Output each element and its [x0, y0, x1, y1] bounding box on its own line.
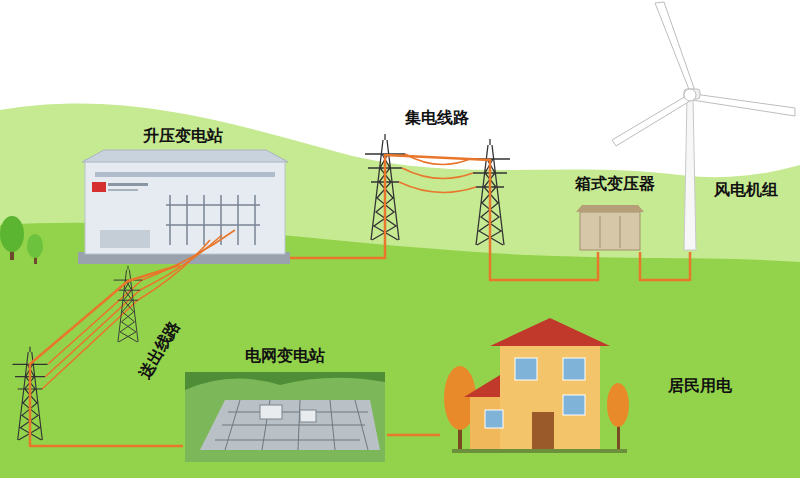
grid-substation-picture	[260, 405, 282, 419]
wind-turbine	[684, 89, 696, 101]
substation-building	[78, 150, 290, 264]
grid-substation-picture	[300, 410, 316, 422]
house	[485, 410, 503, 428]
substation-building	[100, 230, 150, 248]
transmission-wires	[42, 230, 235, 389]
box-transformer	[580, 212, 640, 250]
grid-substation-picture	[185, 372, 385, 462]
house	[563, 395, 585, 415]
landscape	[0, 104, 800, 478]
wind-turbine	[655, 2, 694, 92]
trees-left	[27, 234, 43, 258]
labelled-part: 居民用电	[440, 318, 745, 462]
substation-building	[166, 195, 260, 245]
substation-building	[85, 160, 285, 254]
substation-building	[108, 183, 148, 186]
house	[563, 358, 585, 380]
trees-left	[0, 216, 24, 252]
house	[500, 342, 600, 450]
collection-wires	[402, 168, 473, 178]
landscape	[0, 223, 800, 478]
wind-turbine	[612, 96, 690, 146]
grid-substation-picture	[215, 400, 368, 450]
wind-turbine	[692, 94, 795, 116]
wind-turbine	[684, 98, 696, 250]
transmission-wires	[42, 240, 210, 389]
part-label: 居民用电	[668, 376, 732, 396]
substation-building	[82, 150, 288, 162]
house	[515, 358, 537, 380]
box-transformer	[600, 216, 620, 248]
house	[490, 318, 610, 346]
line-label: 送出线路	[134, 315, 186, 386]
labelled-part: 箱式变压器	[565, 172, 665, 252]
labelled-part: 电网变电站	[183, 344, 387, 464]
labelled-part: 风电机组	[672, 176, 792, 252]
part-label: 风电机组	[714, 180, 778, 200]
part-label: 升压变电站	[143, 126, 223, 146]
substation-building	[92, 182, 106, 192]
house	[444, 318, 629, 453]
grid-substation-picture	[200, 400, 380, 450]
part-label: 电网变电站	[245, 346, 325, 366]
grid-substation-picture	[185, 372, 385, 462]
power-line	[640, 252, 690, 280]
wind-turbine	[612, 2, 795, 250]
grid-substation-picture	[185, 372, 385, 390]
power-line	[290, 155, 598, 280]
box-transformer	[576, 205, 644, 212]
labelled-part: 升压变电站	[75, 124, 290, 265]
substation-building	[108, 189, 138, 191]
line-label: 集电线路	[402, 108, 472, 128]
collection-wires	[399, 182, 476, 192]
house	[452, 449, 627, 453]
power-line	[387, 434, 440, 437]
house	[532, 412, 554, 450]
trees-left	[0, 216, 43, 264]
part-label: 箱式变压器	[575, 174, 655, 194]
house	[607, 383, 629, 427]
box-transformer	[576, 205, 644, 250]
substation-building	[95, 172, 275, 177]
